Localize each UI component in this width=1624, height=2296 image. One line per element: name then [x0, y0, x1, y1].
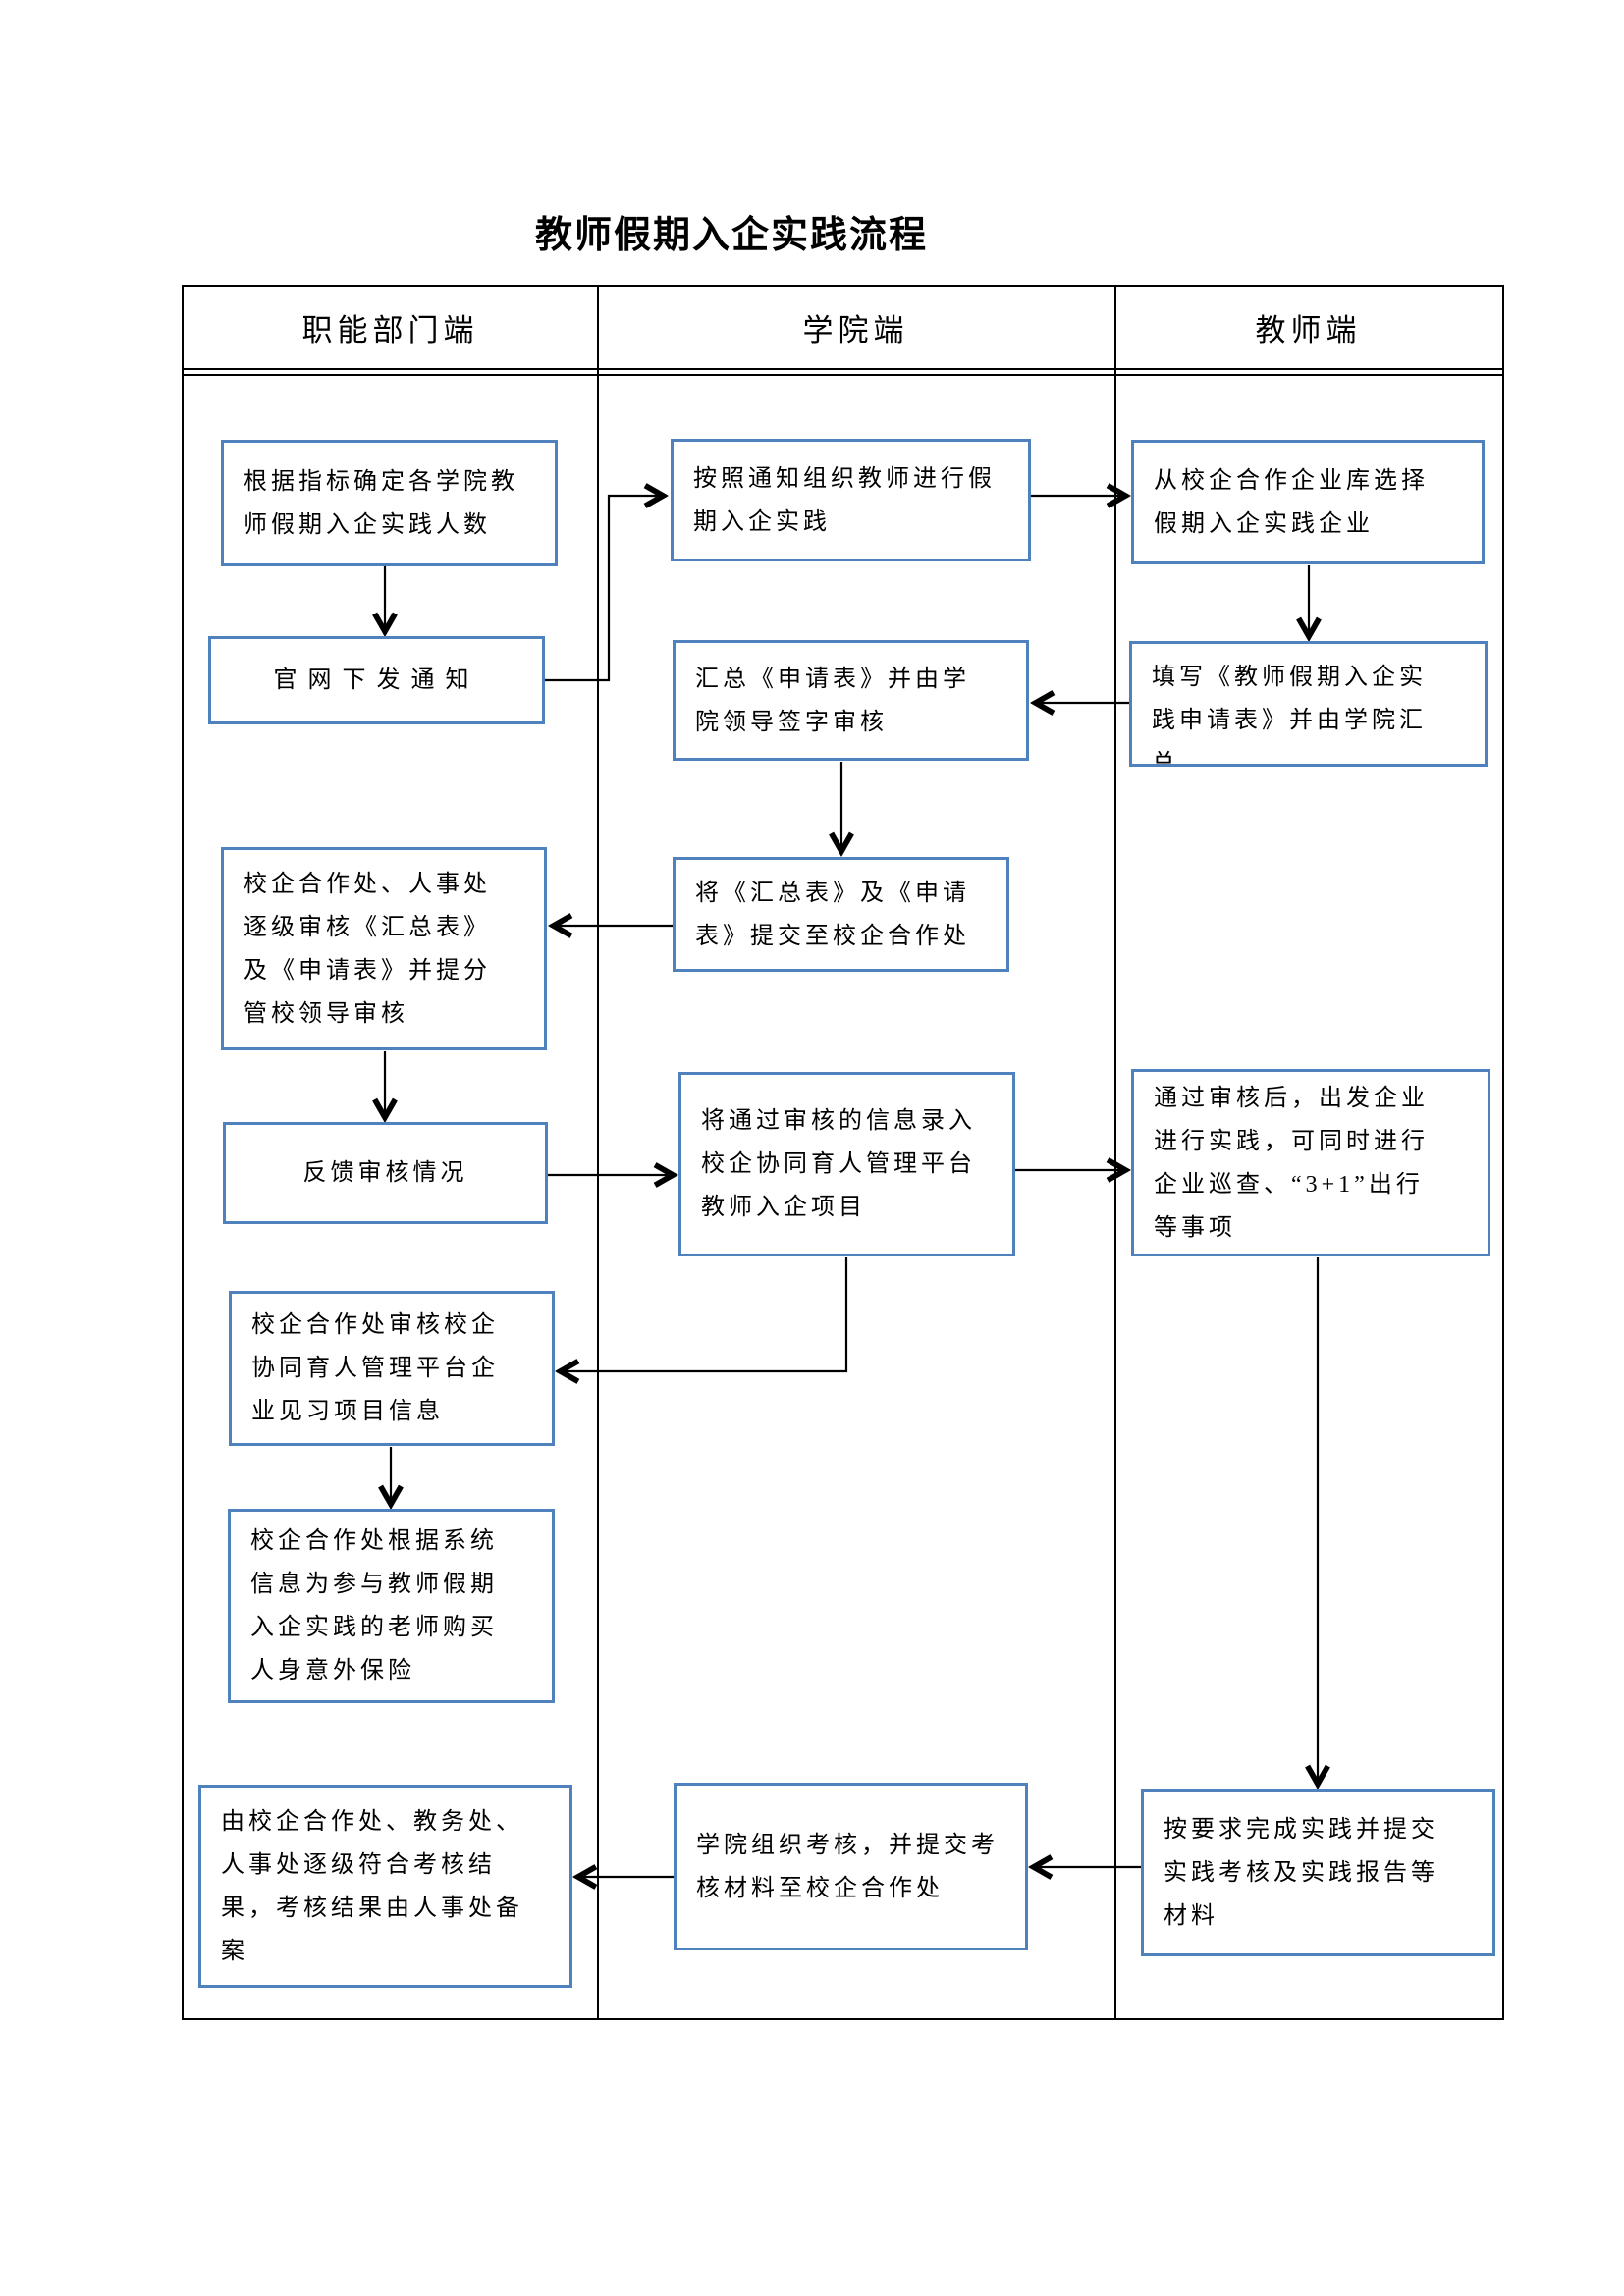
lane-divider-1 [597, 287, 599, 2018]
flow-node-organize-practice: 按照通知组织教师进行假 期入企实践 [671, 439, 1031, 561]
flow-node-review-platform: 校企合作处审核校企 协同育人管理平台企 业见习项目信息 [229, 1291, 555, 1446]
column-header-dept: 职能部门端 [301, 313, 479, 347]
flow-node-select-enterprise: 从校企合作企业库选择 假期入企实践企业 [1131, 440, 1485, 564]
header-divider-line [184, 374, 1502, 376]
swimlane-table: 职能部门端 学院端 教师端 [182, 285, 1504, 2020]
flow-node-determine-quota: 根据指标确定各学院教 师假期入企实践人数 [221, 440, 558, 566]
page-title: 教师假期入企实践流程 [534, 215, 928, 256]
flow-node-complete-practice: 按要求完成实践并提交 实践考核及实践报告等 材料 [1141, 1789, 1495, 1956]
flow-node-fill-application: 填写《教师假期入企实 践申请表》并由学院汇 总 [1129, 641, 1488, 767]
flow-node-submit-forms: 将《汇总表》及《申请 表》提交至校企合作处 [673, 857, 1009, 972]
flow-node-enter-info: 将通过审核的信息录入 校企协同育人管理平台 教师入企项目 [678, 1072, 1015, 1256]
flow-node-summarize-forms: 汇总《申请表》并由学 院领导签字审核 [673, 640, 1029, 761]
flow-node-dept-review: 校企合作处、人事处 逐级审核《汇总表》 及《申请表》并提分 管校领导审核 [221, 847, 547, 1050]
flow-node-feedback-review: 反馈审核情况 [223, 1122, 548, 1224]
flow-node-dept-assessment: 由校企合作处、教务处、 人事处逐级符合考核结 果，考核结果由人事处备 案 [198, 1785, 572, 1988]
flow-node-go-practice: 通过审核后，出发企业 进行实践，可同时进行 企业巡查、“3+1”出行 等事项 [1131, 1069, 1490, 1256]
flow-node-college-assessment: 学院组织考核，并提交考 核材料至校企合作处 [674, 1783, 1028, 1950]
column-header-teacher: 教师端 [1255, 313, 1362, 347]
flow-node-issue-notice: 官网下发通知 [208, 636, 545, 724]
lane-divider-2 [1114, 287, 1116, 2018]
column-header-college: 学院端 [802, 313, 909, 347]
swimlane-header-row: 职能部门端 学院端 教师端 [184, 287, 1502, 370]
flow-node-buy-insurance: 校企合作处根据系统 信息为参与教师假期 入企实践的老师购买 人身意外保险 [228, 1509, 555, 1703]
